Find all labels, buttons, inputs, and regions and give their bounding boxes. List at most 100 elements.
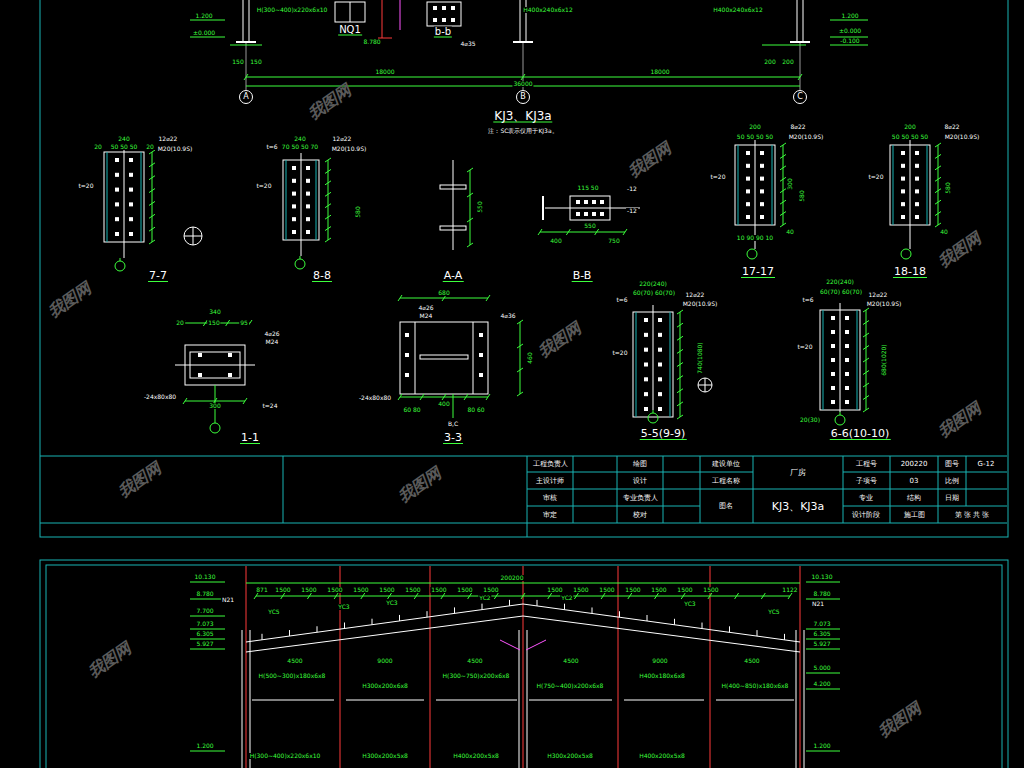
drawing-line <box>325 169 331 173</box>
dimension-text: 871 <box>255 587 268 593</box>
drawing-line <box>806 649 840 650</box>
drawing-rect <box>645 393 648 396</box>
dimension-text: 60(70) <box>654 290 676 296</box>
drawing-line <box>527 506 700 507</box>
drawing-rect <box>480 354 483 357</box>
drawing-rect <box>916 203 919 206</box>
dimension-text: 4500 <box>743 658 760 664</box>
drawing-rect <box>46 565 1002 768</box>
drawing-rect <box>443 7 446 10</box>
drawing-line <box>806 639 840 640</box>
dimension-text: 工程负责人 <box>532 461 569 468</box>
drawing-rect <box>916 216 919 219</box>
drawing-rect <box>307 167 310 170</box>
section-title: 5-5(9-9) <box>640 428 687 440</box>
drawing-rect <box>577 201 580 204</box>
section-title: 18-18 <box>893 266 927 278</box>
dimension-text: 20 <box>175 320 185 326</box>
drawing-rect <box>846 401 849 404</box>
drawing-line <box>670 312 671 417</box>
dimension-text: 200200 <box>500 575 525 581</box>
drawing-line <box>427 611 428 617</box>
dimension-text: 1500 <box>430 587 447 593</box>
drawing-line <box>636 312 637 417</box>
axis-bubble: C <box>793 90 807 104</box>
drawing-line <box>619 611 620 617</box>
dimension-text: 专业 <box>858 495 874 502</box>
drawing-line <box>420 394 424 400</box>
drawing-line <box>467 193 473 197</box>
drawing-line <box>464 394 468 400</box>
drawing-line <box>780 177 786 181</box>
section-marker <box>747 249 757 259</box>
drawing-line <box>467 243 473 247</box>
dimension-text: 1500 <box>572 587 589 593</box>
dimension-text: YC5 <box>267 609 280 615</box>
dimension-text: 1500 <box>676 587 693 593</box>
drawing-line <box>840 412 841 415</box>
drawing-line <box>843 472 1007 473</box>
drawing-rect <box>570 196 610 220</box>
drawing-line <box>840 303 841 412</box>
dimension-text: H300x200x5x8 <box>546 753 594 759</box>
drawing-rect <box>761 203 764 206</box>
dimension-text: 200220 <box>900 461 929 468</box>
drawing-rect <box>846 331 849 334</box>
dimension-text: YC3 <box>337 604 350 610</box>
dimension-text: 12⌀22 <box>332 136 353 142</box>
drawing-line <box>482 604 483 610</box>
drawing-line <box>800 42 801 90</box>
drawing-line <box>910 138 911 249</box>
dimension-text: 施工图 <box>903 512 926 519</box>
drawing-rect <box>116 218 119 221</box>
dimension-text: 9000 <box>651 658 668 664</box>
drawing-line <box>804 630 805 768</box>
drawing-rect <box>902 203 905 206</box>
dimension-text: 1.200 <box>194 13 213 19</box>
drawing-line <box>857 310 858 410</box>
drawing-rect <box>293 218 296 221</box>
drawing-line <box>344 622 345 628</box>
dimension-text: 设计 <box>632 478 648 485</box>
drawing-line <box>124 145 125 258</box>
dimension-text: 50 50 50 50 <box>736 134 774 140</box>
dimension-text: 1122 <box>781 587 798 593</box>
drawing-line <box>803 0 804 42</box>
section-title: b-b <box>434 27 452 38</box>
dimension-text: 1500 <box>326 587 343 593</box>
dimension-text: 注：SC表示仅用于KJ3a。 <box>487 128 558 134</box>
drawing-line <box>372 619 373 625</box>
drawing-rect <box>307 218 310 221</box>
drawing-line <box>334 593 338 599</box>
dimension-text: 40 <box>785 229 795 235</box>
drawing-line <box>230 45 262 46</box>
dimension-text: 1500 <box>546 587 563 593</box>
drawing-line <box>317 626 318 632</box>
drawing-rect <box>293 192 296 195</box>
drawing-line <box>190 629 225 630</box>
drawing-line <box>190 37 225 38</box>
drawing-line <box>592 607 593 613</box>
dimension-text: 150 <box>249 59 262 65</box>
drawing-line <box>927 145 928 225</box>
dimension-text: M20(10.9S) <box>866 301 903 307</box>
axis-bubble: A <box>239 90 253 104</box>
drawing-line <box>935 212 941 216</box>
drawing-line <box>863 396 869 400</box>
section-title: 3-3 <box>443 432 463 444</box>
dimension-text: H(300~750)x200x6x8 <box>442 673 511 679</box>
dimension-text: 工程名称 <box>711 478 741 485</box>
drawing-rect <box>890 145 930 225</box>
drawing-line <box>415 322 416 394</box>
drawing-line <box>966 456 967 506</box>
dimension-text: 图名 <box>718 503 734 510</box>
drawing-line <box>517 368 523 372</box>
dimension-text: 220(240) <box>825 279 855 285</box>
drawing-line <box>183 398 187 404</box>
dimension-text: 18000 <box>374 69 395 75</box>
watermark: 我图网 <box>535 319 585 361</box>
drawing-line <box>190 599 225 600</box>
drawing-line <box>663 456 664 523</box>
drawing-rect <box>307 192 310 195</box>
